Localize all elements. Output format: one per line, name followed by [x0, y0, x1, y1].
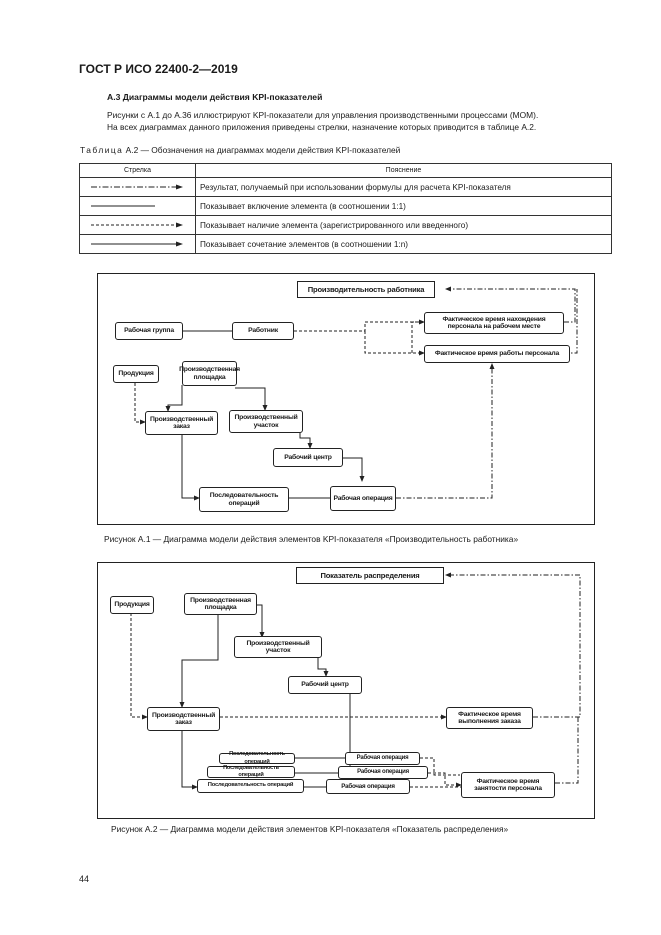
legend-row: Показывает сочетание элементов (в соотно…	[79, 234, 612, 254]
production-unit-node: Производственный участок	[229, 410, 303, 433]
legend-table: Стрелка Пояснение Результат, получаемый …	[79, 163, 612, 254]
section-title: А.3 Диаграммы модели действия KPI-показа…	[107, 92, 323, 102]
figure-2-caption: Рисунок А.2 — Диаграмма модели действия …	[111, 824, 509, 834]
production-order-node-2: Производственный заказ	[147, 707, 220, 731]
product-node: Продукция	[113, 365, 159, 383]
production-area-node-2: Производственная площадка	[184, 593, 257, 615]
actual-presence-time-node: Фактическое время нахождения персонала н…	[424, 312, 564, 334]
page-number: 44	[79, 874, 90, 884]
operation-sequence-node-c: Последовательность операций	[197, 779, 304, 793]
kpi-allocation-ratio: Показатель распределения	[296, 567, 444, 584]
operation-sequence-node: Последовательность операций	[199, 487, 289, 512]
actual-work-time-node: Фактическое время работы персонала	[424, 345, 570, 363]
work-operation-node: Рабочая операция	[330, 486, 396, 511]
production-area-node: Производственная площадка	[179, 361, 240, 386]
intro-line-2: На всех диаграммах данного приложения пр…	[107, 121, 537, 132]
legend-header-row: Стрелка Пояснение	[79, 163, 612, 178]
table-caption-prefix: Таблица	[80, 145, 124, 155]
legend-text: Показывает сочетание элементов (в соотно…	[195, 234, 612, 254]
dash-dot-arrow-sample	[79, 177, 196, 197]
work-center-node-2: Рабочий центр	[288, 676, 362, 694]
operation-sequence-node-a: Последовательность операций	[219, 751, 295, 765]
solid-arrow-sample	[79, 234, 196, 254]
document-header: ГОСТ Р ИСО 22400-2—2019	[79, 62, 238, 76]
legend-row: Результат, получаемый при использовании …	[79, 177, 612, 197]
figure-1-frame	[97, 273, 595, 525]
work-operation-node-b: Рабочая операция	[338, 766, 428, 779]
intro-paragraph: Рисунки с А.1 до А.36 иллюстрируют KPI-п…	[107, 110, 627, 133]
intro-line-1: Рисунки с А.1 до А.36 иллюстрируют KPI-п…	[107, 110, 539, 120]
table-caption: Таблица А.2 — Обозначения на диаграммах …	[80, 145, 400, 155]
work-group-node: Рабочая группа	[115, 322, 183, 340]
table-caption-text: А.2 — Обозначения на диаграммах модели д…	[123, 145, 401, 155]
actual-order-time-node: Фактическое время выполнения заказа	[446, 707, 533, 729]
work-operation-node-c: Рабочая операция	[326, 779, 410, 794]
kpi-worker-productivity: Производительность работника	[297, 281, 435, 298]
production-order-node: Производственный заказ	[145, 411, 218, 435]
work-operation-node-a: Рабочая операция	[345, 752, 420, 765]
legend-row: Показывает наличие элемента (зарегистрир…	[79, 215, 612, 235]
figure-2-frame	[97, 562, 595, 819]
product-node-2: Продукция	[110, 596, 154, 614]
actual-staff-time-node: Фактическое время занятости персонала	[461, 772, 555, 798]
production-unit-node-2: Производственный участок	[234, 636, 322, 658]
worker-node: Работник	[232, 322, 294, 340]
operation-sequence-node-b: Последовательность операций	[207, 765, 295, 778]
work-center-node: Рабочий центр	[273, 448, 343, 467]
figure-1-caption: Рисунок А.1 — Диаграмма модели действия …	[104, 534, 519, 544]
